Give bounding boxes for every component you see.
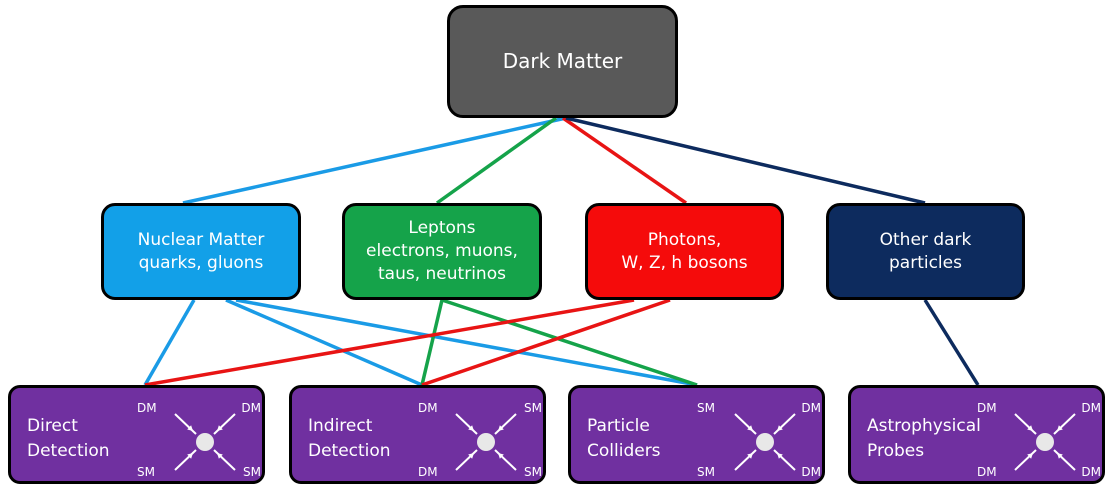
indirect-detection-node: Indirect Detection DM SM DM SM (289, 385, 546, 484)
arrow-icon (747, 453, 753, 459)
arrow-icon (468, 425, 474, 431)
vertex-arm (174, 413, 197, 435)
leptons-node: Leptons electrons, muons, taus, neutrino… (342, 203, 542, 300)
edge-leptons-colliders (441, 298, 698, 387)
tag-top-left: DM (418, 401, 438, 415)
tag-bottom-right: SM (524, 465, 542, 479)
tag-top-left: DM (137, 401, 157, 415)
tag-bottom-right: SM (243, 465, 261, 479)
arrow-icon (498, 453, 504, 459)
vertex-blob-icon (756, 433, 774, 451)
astrophysical-probes-node: Astrophysical Probes DM DM DM DM (848, 385, 1105, 484)
dark-matter-node: Dark Matter (447, 5, 678, 118)
vertex-blob-icon (196, 433, 214, 451)
tag-top-right: DM (801, 401, 821, 415)
vertex-arm (455, 449, 478, 471)
arrow-icon (217, 425, 223, 431)
vertex-blob-icon (477, 433, 495, 451)
edge-root-other (565, 116, 926, 205)
particle-colliders-node: Particle Colliders SM DM SM DM (568, 385, 825, 484)
edge-nuclear-indirect (225, 298, 423, 387)
vertex-arm (494, 449, 517, 471)
arrow-icon (777, 425, 783, 431)
vertex-diagram (1014, 413, 1076, 471)
vertex-arm (213, 449, 236, 471)
vertex-arm (1053, 449, 1076, 471)
feynman-diagram-indirect: DM SM DM SM (418, 398, 548, 480)
vertex-arm (174, 449, 197, 471)
nuclear-matter-node: Nuclear Matter quarks, gluons (101, 203, 301, 300)
edge-leptons-indirect (420, 299, 444, 386)
arrow-icon (498, 425, 504, 431)
direct-detection-node: Direct Detection DM DM SM SM (8, 385, 265, 484)
photons-label: Photons, W, Z, h bosons (621, 229, 748, 273)
tag-top-right: SM (524, 401, 542, 415)
edge-root-nuclear (182, 116, 567, 205)
vertex-blob-icon (1036, 433, 1054, 451)
tag-bottom-left: DM (418, 465, 438, 479)
arrow-icon (777, 453, 783, 459)
vertex-arm (734, 413, 757, 435)
arrow-icon (1057, 453, 1063, 459)
tag-top-left: DM (977, 401, 997, 415)
arrow-icon (1057, 425, 1063, 431)
vertex-arm (1014, 413, 1037, 435)
feynman-diagram-direct: DM DM SM SM (137, 398, 267, 480)
vertex-arm (494, 413, 517, 435)
arrow-icon (747, 425, 753, 431)
edge-photons-indirect (421, 298, 671, 387)
edge-other-astro (923, 299, 980, 386)
vertex-arm (773, 449, 796, 471)
edge-root-photons (562, 116, 687, 205)
vertex-arm (1014, 449, 1037, 471)
photons-node: Photons, W, Z, h bosons (585, 203, 784, 300)
tag-bottom-left: SM (697, 465, 715, 479)
edge-nuclear-direct (143, 299, 196, 386)
direct-detection-label: Direct Detection (27, 416, 110, 461)
tag-bottom-left: SM (137, 465, 155, 479)
arrow-icon (187, 453, 193, 459)
other-dark-particles-label: Other dark particles (879, 229, 972, 273)
vertex-arm (734, 449, 757, 471)
dark-matter-label: Dark Matter (502, 49, 623, 73)
feynman-diagram-colliders: SM DM SM DM (697, 398, 827, 480)
vertex-diagram (734, 413, 796, 471)
other-dark-particles-node: Other dark particles (826, 203, 1025, 300)
tag-bottom-right: DM (1081, 465, 1101, 479)
arrow-icon (468, 453, 474, 459)
tag-bottom-left: DM (977, 465, 997, 479)
arrow-icon (217, 453, 223, 459)
nuclear-matter-label: Nuclear Matter quarks, gluons (137, 229, 265, 273)
vertex-arm (1053, 413, 1076, 435)
edge-nuclear-colliders (235, 298, 698, 387)
edge-photons-direct (144, 298, 635, 387)
vertex-diagram (174, 413, 236, 471)
vertex-arm (773, 413, 796, 435)
vertex-arm (213, 413, 236, 435)
tag-top-right: DM (1081, 401, 1101, 415)
arrow-icon (1027, 453, 1033, 459)
arrow-icon (187, 425, 193, 431)
tag-top-right: DM (241, 401, 261, 415)
feynman-diagram-astro: DM DM DM DM (977, 398, 1107, 480)
indirect-detection-label: Indirect Detection (308, 416, 391, 461)
tag-bottom-right: DM (801, 465, 821, 479)
vertex-arm (455, 413, 478, 435)
arrow-icon (1027, 425, 1033, 431)
astrophysical-probes-label: Astrophysical Probes (867, 416, 981, 461)
vertex-diagram (455, 413, 517, 471)
particle-colliders-label: Particle Colliders (587, 416, 661, 461)
edge-root-leptons (435, 116, 558, 205)
leptons-label: Leptons electrons, muons, taus, neutrino… (366, 218, 518, 284)
tag-top-left: SM (697, 401, 715, 415)
